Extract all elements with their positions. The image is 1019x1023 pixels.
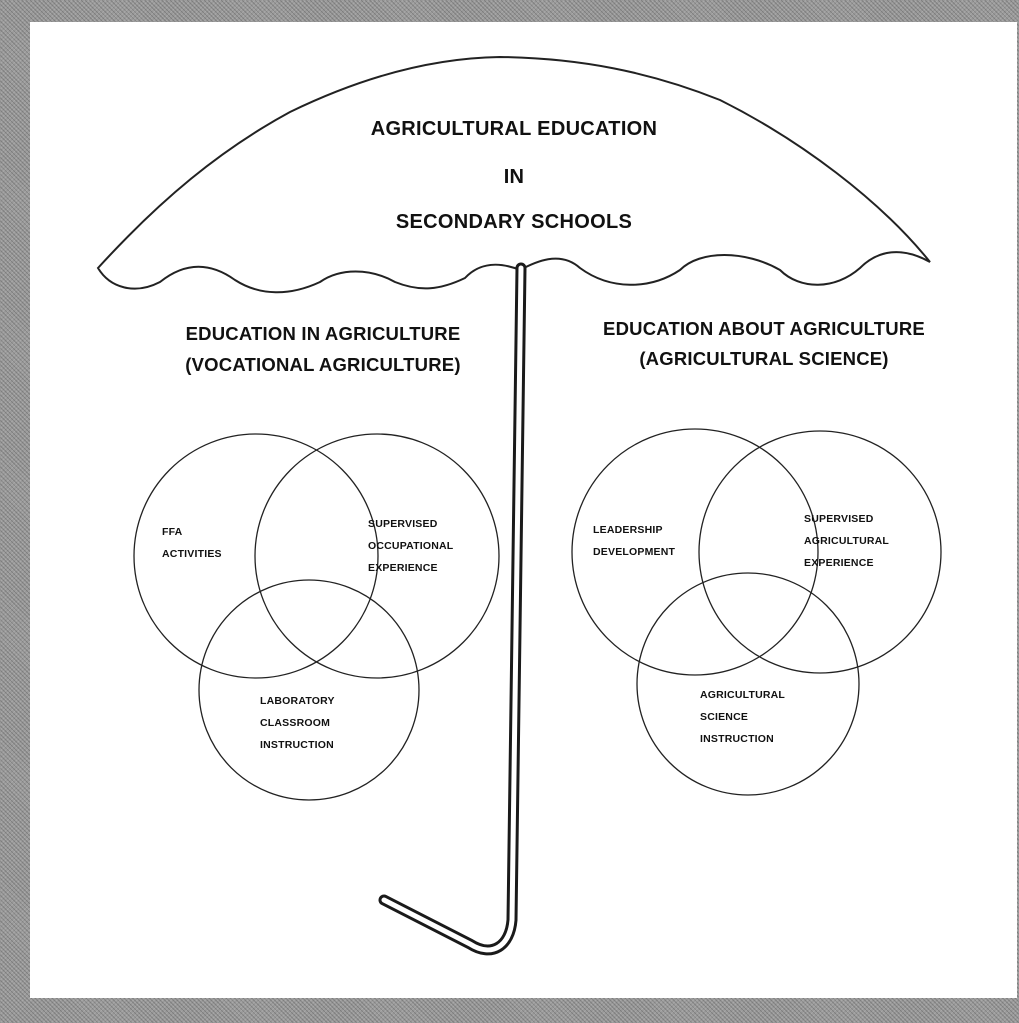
left-label-lab-line-1: LABORATORY [260, 695, 335, 707]
left-heading-line-2: (VOCATIONAL AGRICULTURE) [185, 354, 461, 375]
umbrella-title-line-1: AGRICULTURAL EDUCATION [370, 118, 658, 140]
right-label-sae-line-2: AGRICULTURAL [804, 535, 890, 547]
left-circle-bottom [198, 579, 420, 801]
right-heading-line-2: (AGRICULTURAL SCIENCE) [639, 348, 889, 369]
left-label-ffa-line-2: ACTIVITIES [162, 548, 222, 560]
left-label-soe-line-3: EXPERIENCE [368, 562, 438, 574]
left-label-lab-line-2: CLASSROOM [260, 717, 331, 729]
right-label-supervised-agricultural: SUPERVISED AGRICULTURAL EXPERIENCE [804, 508, 889, 574]
right-heading-line-1: EDUCATION ABOUT AGRICULTURE [603, 318, 925, 339]
left-label-ffa-activities: FFA ACTIVITIES [162, 521, 222, 565]
left-circle-top-left [133, 433, 379, 679]
left-heading-line-1: EDUCATION IN AGRICULTURE [185, 323, 461, 344]
right-label-sae-line-3: EXPERIENCE [804, 557, 874, 569]
umbrella-canopy [96, 55, 931, 294]
right-label-leadership-line-1: LEADERSHIP [593, 524, 663, 536]
right-label-agricultural-science: AGRICULTURAL SCIENCE INSTRUCTION [700, 684, 785, 750]
right-label-asi-line-3: INSTRUCTION [700, 733, 774, 745]
right-label-sae-line-1: SUPERVISED [804, 513, 874, 525]
right-circle-top-right [698, 430, 942, 674]
right-label-leadership-development: LEADERSHIP DEVELOPMENT [593, 519, 675, 563]
umbrella-title-line-2: IN [503, 166, 525, 188]
right-circle-top-left [571, 428, 819, 676]
right-circle-bottom [636, 572, 860, 796]
left-label-laboratory-classroom: LABORATORY CLASSROOM INSTRUCTION [260, 690, 335, 756]
umbrella-title-line-3: SECONDARY SCHOOLS [395, 211, 633, 233]
right-label-leadership-line-2: DEVELOPMENT [593, 546, 676, 558]
left-label-soe-line-1: SUPERVISED [368, 518, 438, 530]
left-label-lab-line-3: INSTRUCTION [260, 739, 334, 751]
right-label-asi-line-2: SCIENCE [700, 711, 749, 723]
left-label-soe-line-2: OCCUPATIONAL [368, 540, 454, 552]
left-label-ffa-line-1: FFA [162, 526, 183, 538]
left-circle-top-right [254, 433, 500, 679]
left-label-supervised-occupational: SUPERVISED OCCUPATIONAL EXPERIENCE [368, 513, 453, 579]
umbrella-handle-inner [381, 265, 524, 953]
right-label-asi-line-1: AGRICULTURAL [700, 689, 786, 701]
